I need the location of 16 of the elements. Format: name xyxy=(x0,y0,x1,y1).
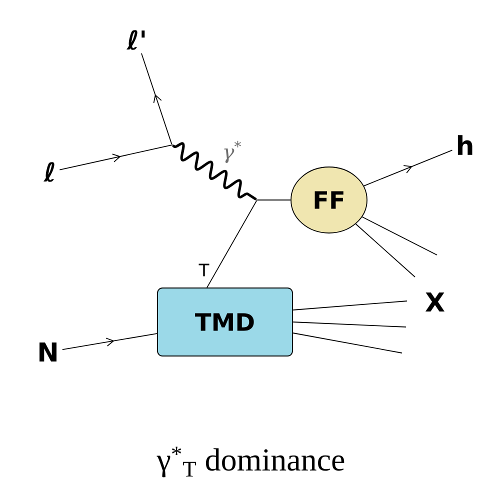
line xyxy=(292,332,402,354)
particle-label: h xyxy=(458,135,472,155)
line xyxy=(292,322,406,328)
particle-label: N xyxy=(40,342,56,362)
line xyxy=(362,216,438,256)
edge-label: T xyxy=(198,264,210,276)
edge-label: γ$^{*}$ xyxy=(224,140,241,164)
line xyxy=(355,224,416,278)
particle-label: X xyxy=(425,292,444,312)
tmd-box: TMD xyxy=(157,288,293,356)
particle-label: ℓ' xyxy=(126,30,145,50)
line xyxy=(206,200,257,288)
particle-label: ℓ xyxy=(44,162,54,182)
line xyxy=(292,300,408,310)
wavy-line xyxy=(172,142,257,201)
caption: γ$^{*}$$_{T}$ dominance xyxy=(156,446,344,478)
